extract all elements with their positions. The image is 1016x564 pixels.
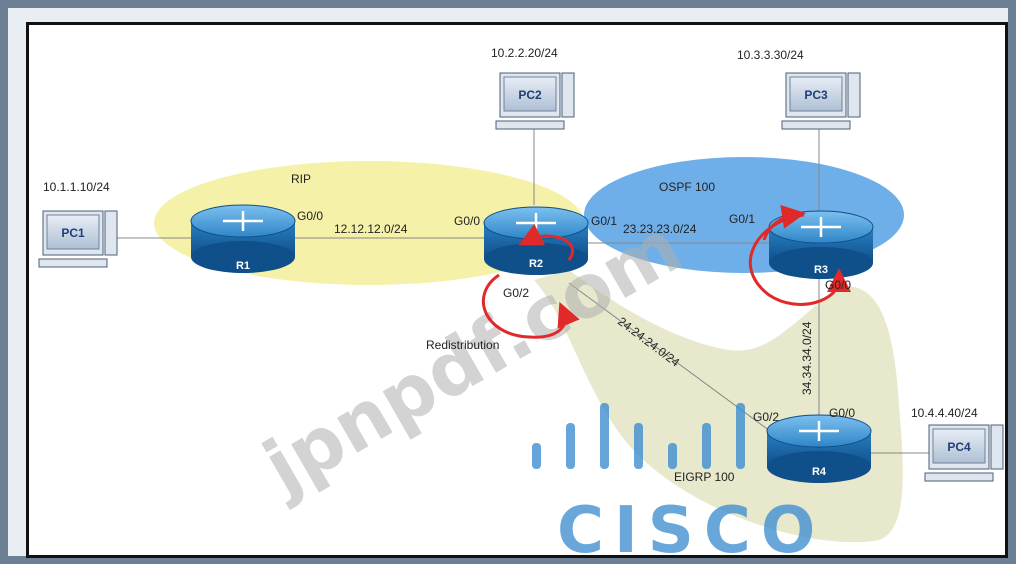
- pc2-ip: 10.2.2.20/24: [491, 46, 558, 60]
- link-r1-r2-subnet: 12.12.12.0/24: [334, 222, 408, 236]
- pc1-label: PC1: [61, 226, 85, 240]
- cisco-logo-text: CISCO: [557, 494, 825, 555]
- pc3-label: PC3: [804, 88, 828, 102]
- link-r3-r4-subnet: 34.34.34.0/24: [800, 321, 814, 395]
- redistribution-arrow-r2-icon: [481, 223, 580, 339]
- r2-g0-1-label: G0/1: [591, 214, 617, 228]
- redistribution-label: Redistribution: [426, 338, 499, 352]
- router-arrows-icon: [801, 217, 841, 237]
- diagram-canvas: jpnpdf.com CISCO PC1 PC2 PC3: [26, 22, 1008, 558]
- pc2-label: PC2: [518, 88, 542, 102]
- r2-g0-2-label: G0/2: [503, 286, 529, 300]
- router-r2: R2: [483, 206, 589, 275]
- link-r2-r3-subnet: 23.23.23.0/24: [623, 222, 697, 236]
- redistribution-arrow-r3-icon: [748, 204, 851, 306]
- rip-zone-label: RIP: [291, 172, 311, 186]
- r2-g0-0-label: G0/0: [454, 214, 480, 228]
- r3-g0-0-label: G0/0: [825, 278, 851, 292]
- router-r1: R1: [190, 204, 296, 273]
- router-arrows-icon: [799, 421, 839, 441]
- pc1-ip: 10.1.1.10/24: [43, 180, 110, 194]
- r1-g0-0-label: G0/0: [297, 209, 323, 223]
- link-r2-r4: [568, 282, 790, 446]
- r1-label: R1: [236, 260, 250, 272]
- router-arrows-icon: [223, 211, 263, 231]
- r2-label: R2: [529, 258, 543, 270]
- router-r4: R4: [766, 414, 872, 483]
- ospf-zone-label: OSPF 100: [659, 180, 715, 194]
- pc2-icon: PC2: [495, 72, 575, 130]
- r3-g0-1-label: G0/1: [729, 212, 755, 226]
- pc4-label: PC4: [947, 440, 971, 454]
- pc4-ip: 10.4.4.40/24: [911, 406, 978, 420]
- r4-label: R4: [812, 466, 827, 478]
- eigrp-zone-label: EIGRP 100: [674, 470, 735, 484]
- diagram-frame: jpnpdf.com CISCO PC1 PC2 PC3: [8, 8, 1008, 558]
- pc4-icon: PC4: [924, 424, 1004, 482]
- pc1-icon: PC1: [38, 210, 118, 268]
- r3-label: R3: [814, 264, 828, 276]
- pc3-icon: PC3: [781, 72, 861, 130]
- topology-svg: jpnpdf.com CISCO PC1 PC2 PC3: [38, 46, 1004, 555]
- pc3-ip: 10.3.3.30/24: [737, 48, 804, 62]
- r4-g0-2-label: G0/2: [753, 410, 779, 424]
- r4-g0-0-label: G0/0: [829, 406, 855, 420]
